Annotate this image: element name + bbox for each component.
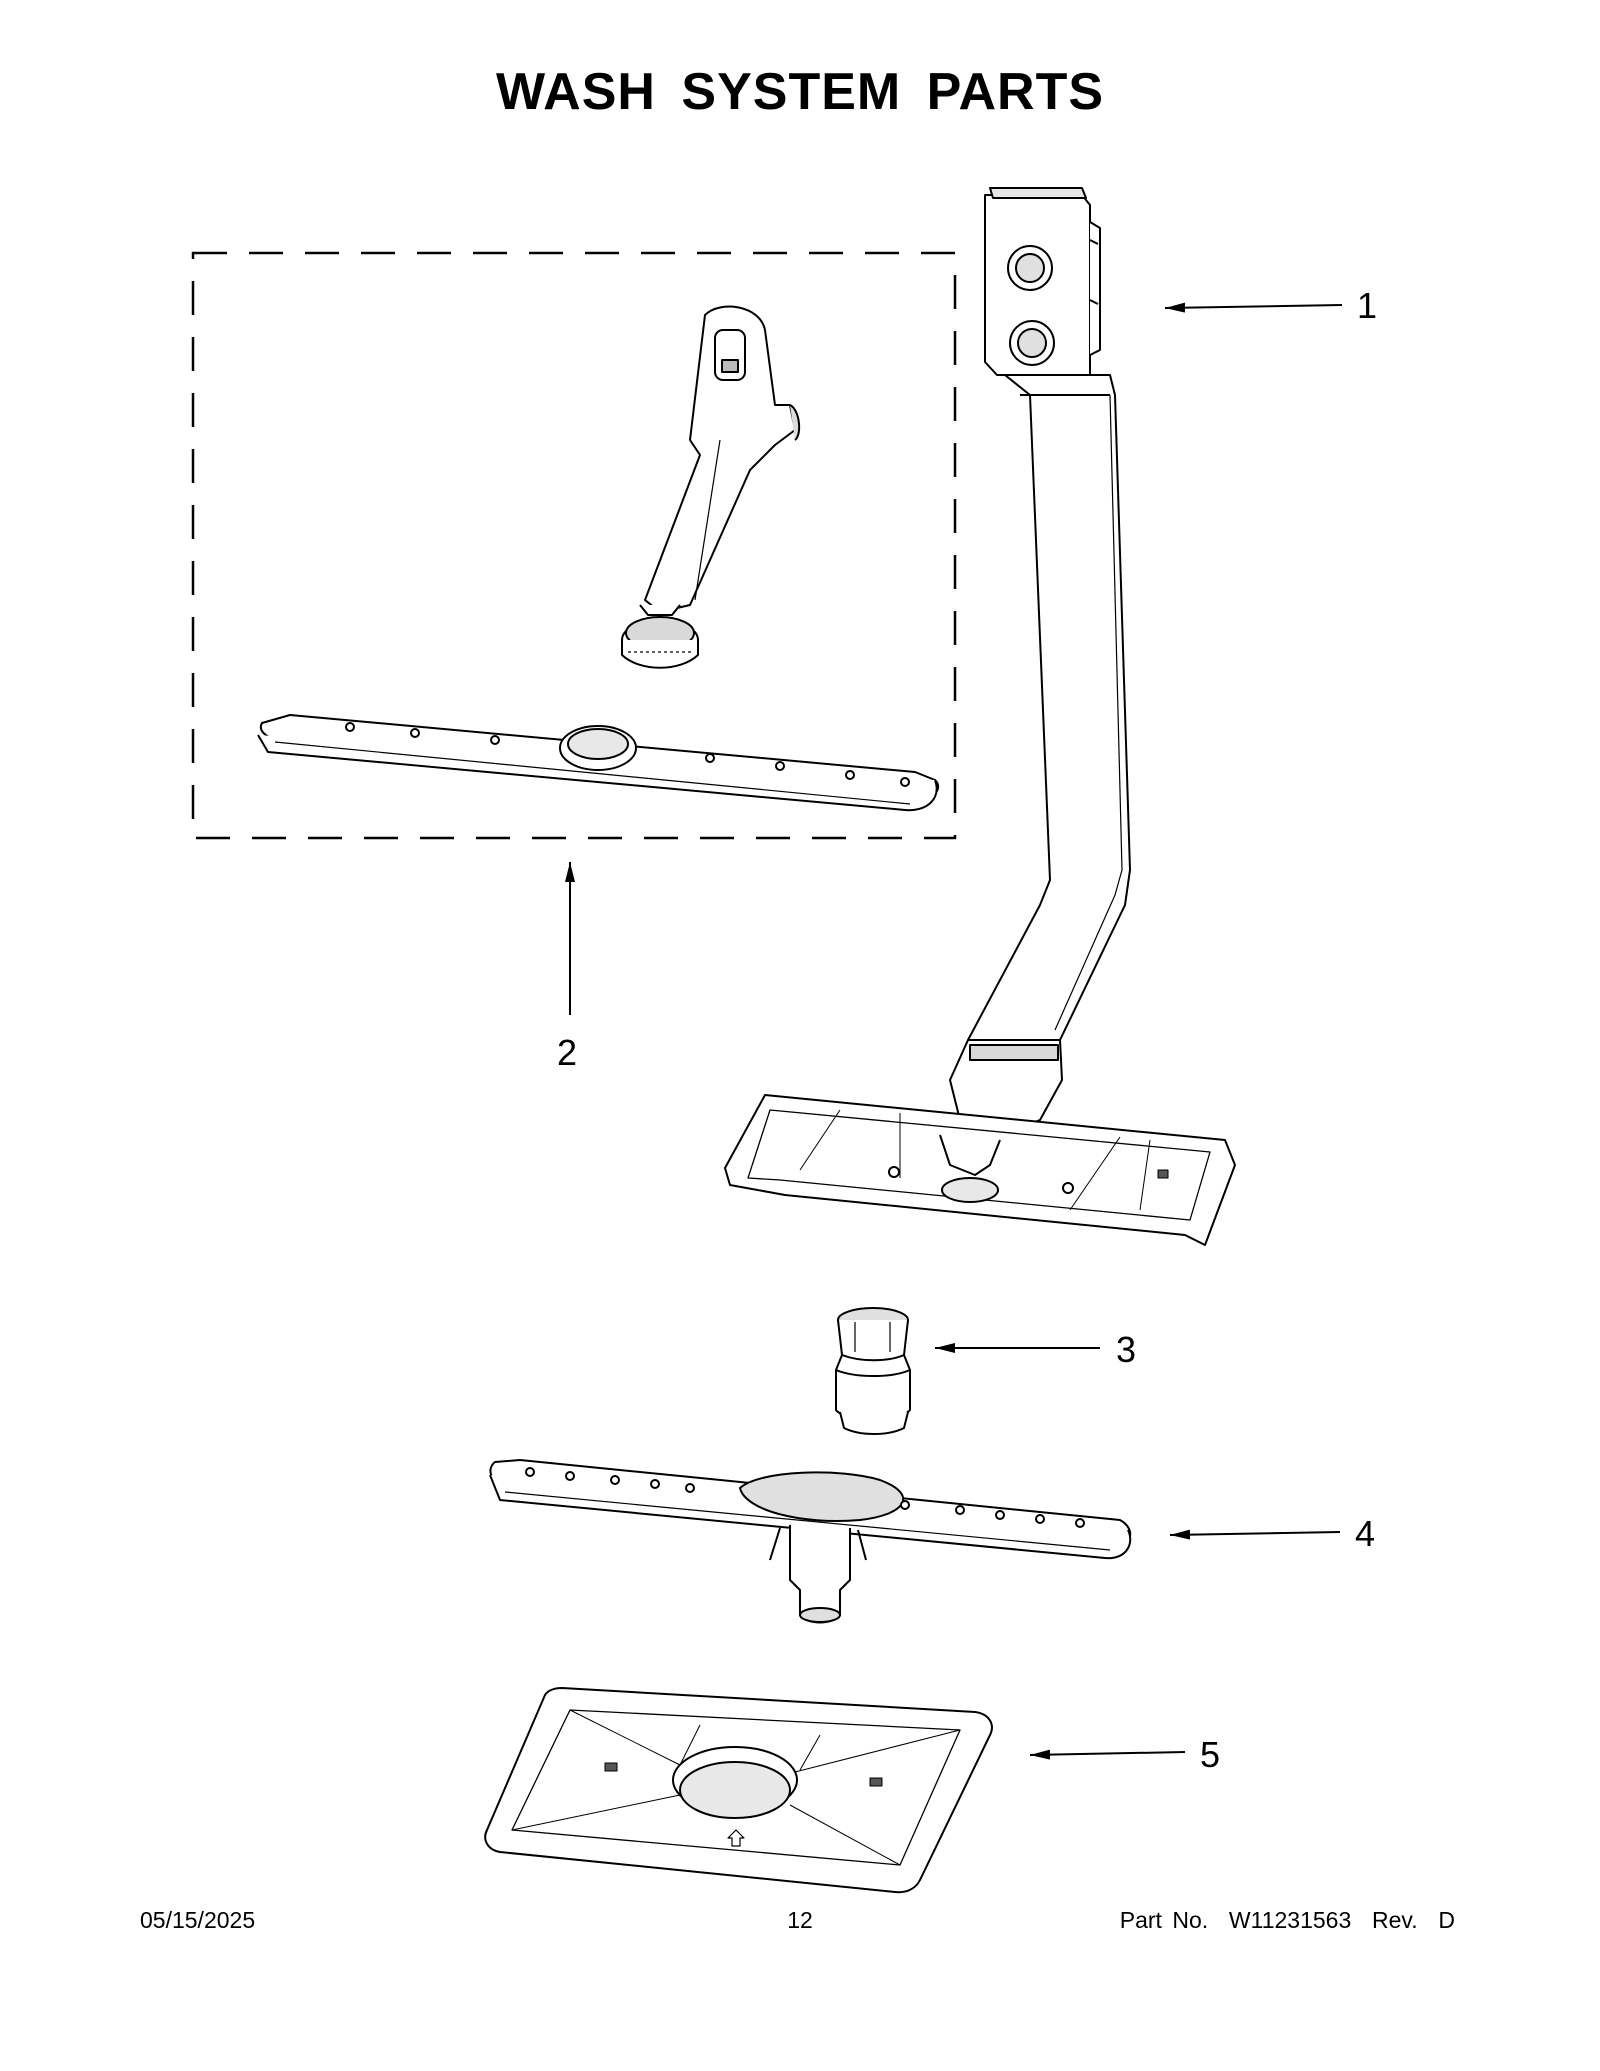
part-3-hub: [835, 1307, 911, 1435]
callout-5-label: 5: [1200, 1734, 1220, 1775]
callout-4-label: 4: [1355, 1513, 1375, 1554]
page-title: WASH SYSTEM PARTS: [495, 63, 1105, 121]
footer-date: 05/15/2025: [140, 1907, 256, 1933]
part-5-sump-tray: [484, 1687, 993, 1894]
footer-page-number: 12: [787, 1907, 813, 1933]
callout-1-arrow: [1164, 302, 1343, 313]
callout-1-label: 1: [1357, 285, 1377, 326]
part-2-mid-spray-arm-kit: [257, 305, 940, 812]
part-4-lower-spray-arm: [489, 1459, 1132, 1624]
callout-2-label: 2: [557, 1032, 577, 1073]
callout-5-arrow: [1029, 1749, 1186, 1760]
footer-part-number: Part No. W11231563 Rev. D: [1119, 1907, 1455, 1933]
callout-3-label: 3: [1116, 1329, 1136, 1370]
callout-4-arrow: [1169, 1529, 1341, 1540]
part-1-conduit-manifold: [724, 187, 1236, 1246]
